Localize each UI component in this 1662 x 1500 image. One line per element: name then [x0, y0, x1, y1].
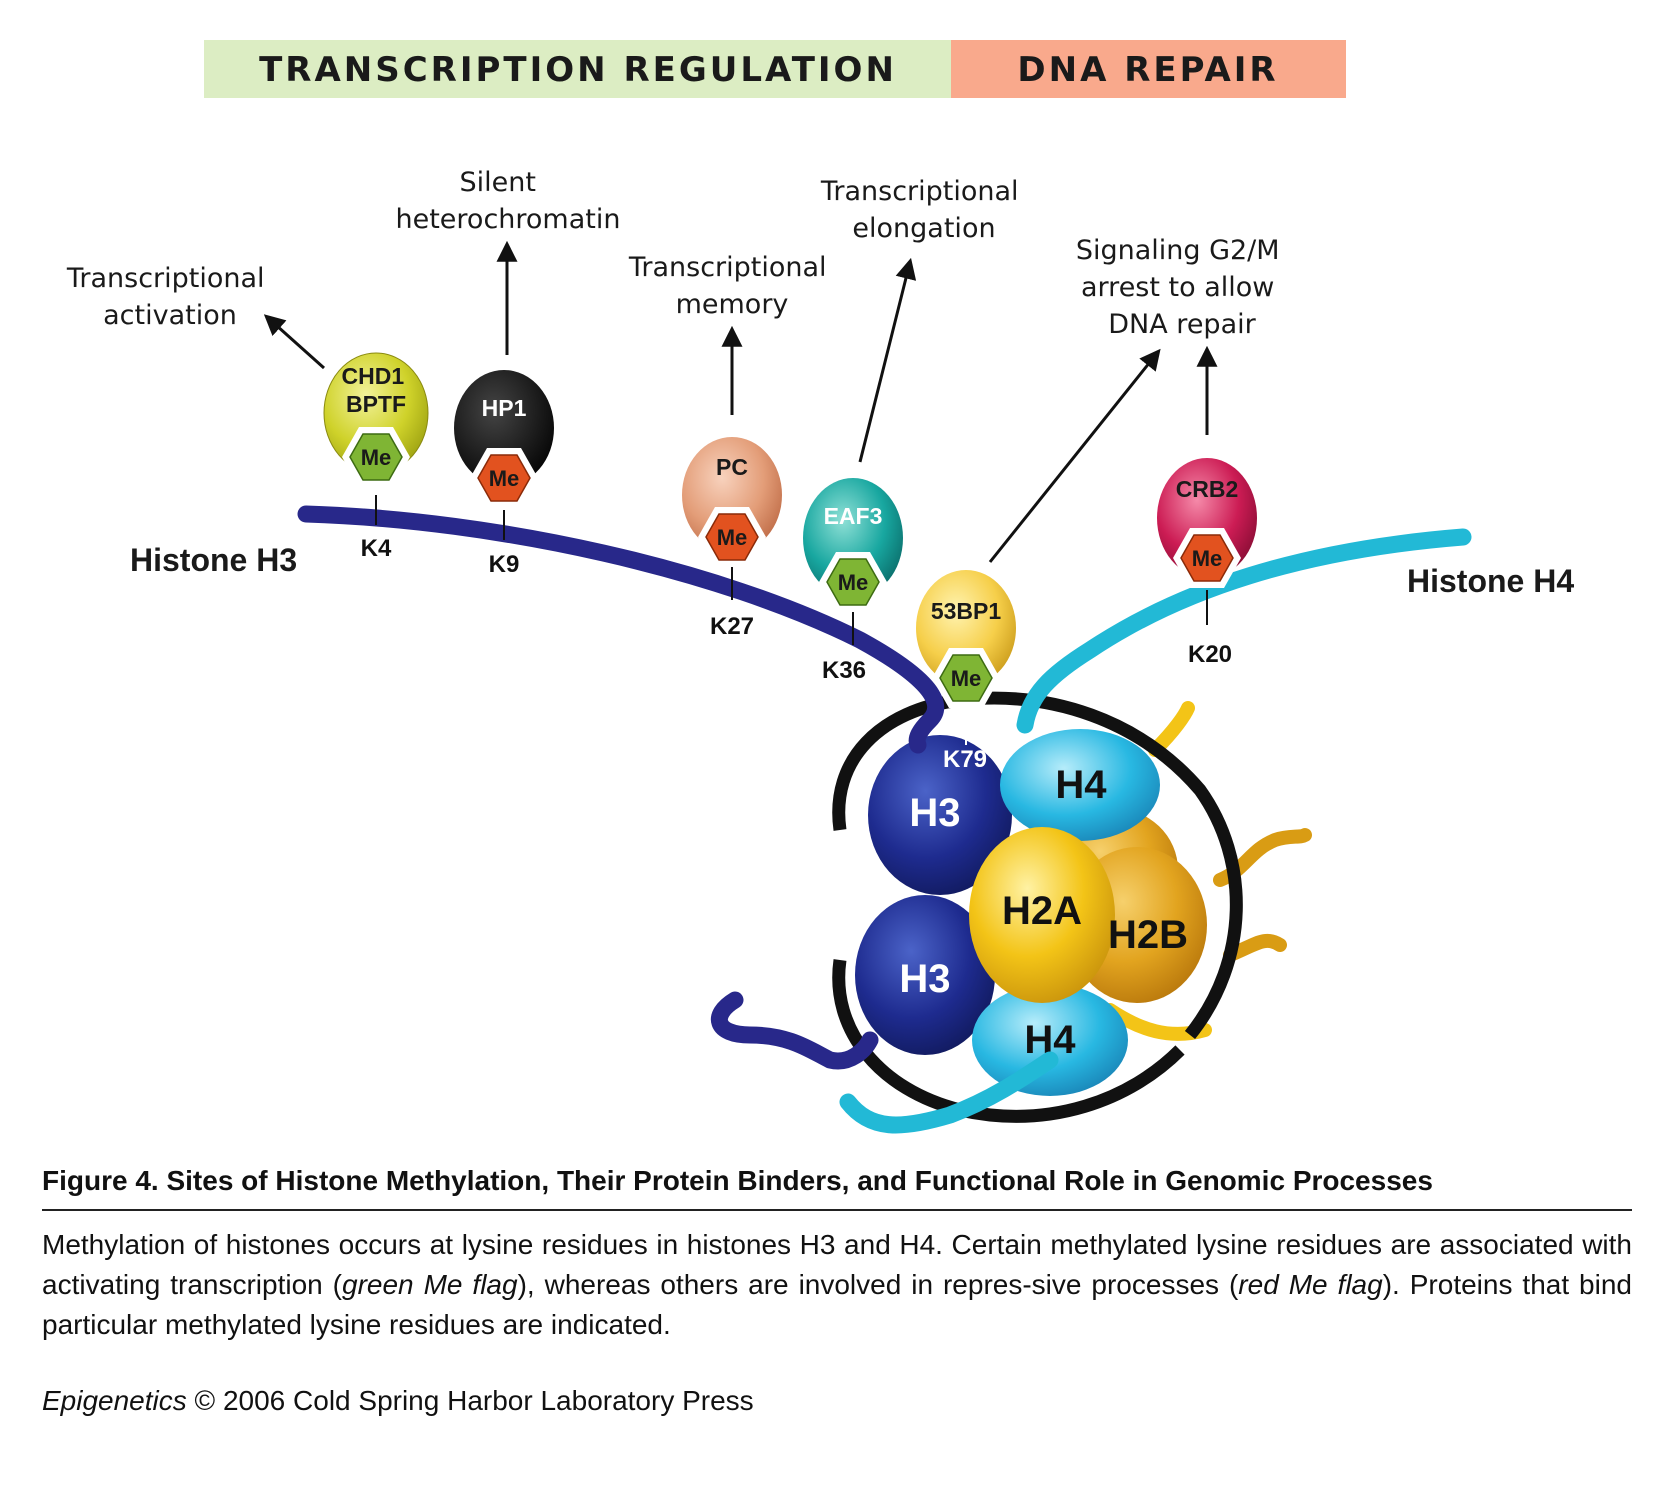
caption-body-part2: ), whereas others are involved in repres… [517, 1269, 1239, 1300]
caption-body-part1: Methylation of histones occurs at lysine… [42, 1229, 1632, 1300]
me-flag-green-k4 [349, 433, 403, 481]
me-label-k36: Me [838, 570, 869, 595]
histone-h3-tail [297, 505, 945, 754]
function-label-dna-repair-line3: DNA repair [1108, 309, 1256, 340]
banner-right-label: DNA REPAIR [1017, 50, 1278, 90]
label-h2b: H2B [1108, 913, 1188, 957]
binder-k79: 53BP1 Me K79 [916, 570, 1016, 773]
diagram-canvas: TRANSCRIPTION REGULATION DNA REPAIR Tran… [66, 40, 1574, 1134]
site-k20: K20 [1188, 641, 1232, 668]
protein-label-chd1: CHD1 [341, 363, 404, 389]
caption-red-flag: red Me flag [1238, 1269, 1383, 1300]
function-label-k27-line2: memory [676, 289, 789, 320]
function-label-k9: Silent heterochromatin [396, 167, 621, 235]
binder-k36: EAF3 Me K36 [803, 478, 903, 684]
banner-left-label: TRANSCRIPTION REGULATION [259, 50, 897, 90]
caption-title: Figure 4. Sites of Histone Methylation, … [42, 1165, 1632, 1211]
caption-body-part3: ). Proteins that bind particular methyla… [42, 1269, 1632, 1340]
histone-h3-label: Histone H3 [130, 542, 297, 578]
nucleosome: H3 H4 H2A H2B H3 H4 [832, 691, 1312, 1123]
protein-hp1 [454, 370, 554, 486]
arrow-k4 [263, 314, 326, 370]
credit-book-title: Epigenetics [42, 1385, 187, 1416]
arrow-k79 [988, 348, 1161, 563]
me-flag-green-k36 [826, 558, 880, 606]
function-label-k9-line2: heterochromatin [396, 204, 621, 235]
banner-transcription-regulation [204, 40, 951, 98]
protein-label-crb2: CRB2 [1176, 476, 1239, 502]
dna-wrap-upper [832, 691, 1243, 1040]
credit-publisher: © 2006 Cold Spring Harbor Laboratory Pre… [186, 1385, 754, 1416]
me-flag-red-k9 [477, 454, 531, 502]
function-label-k4: Transcriptional activation [66, 263, 273, 331]
histone-h4-label: Histone H4 [1407, 563, 1574, 599]
h3-top [868, 735, 1012, 895]
binder-k4: CHD1 BPTF Me K4 [323, 352, 429, 562]
me-label-k9: Me [489, 466, 520, 491]
protein-label-bptf: BPTF [346, 391, 406, 417]
label-h4-top: H4 [1055, 763, 1107, 807]
function-label-k9-line1: Silent [459, 167, 535, 198]
me-flag-red-k27 [705, 513, 759, 561]
protein-label-eaf3: EAF3 [824, 503, 883, 529]
site-k36: K36 [822, 657, 866, 684]
function-label-dna-repair-line2: arrest to allow [1081, 272, 1274, 303]
me-flag-green-k79 [939, 654, 993, 702]
function-label-k36: Transcriptional elongation [820, 176, 1027, 244]
protein-label-pc: PC [716, 454, 748, 480]
caption-credit: Epigenetics © 2006 Cold Spring Harbor La… [42, 1385, 1632, 1417]
function-label-k27-line1: Transcriptional [628, 252, 827, 283]
me-label-k27: Me [717, 525, 748, 550]
function-label-dna-repair: Signaling G2/M arrest to allow DNA repai… [1076, 235, 1288, 340]
binder-k20: CRB2 Me K20 [1157, 458, 1257, 668]
arrow-k36 [858, 257, 917, 463]
protein-53bp1 [916, 570, 1016, 686]
site-k4: K4 [361, 535, 392, 562]
me-label-k20: Me [1192, 546, 1223, 571]
h4-top [1000, 729, 1160, 841]
me-label-k4: Me [361, 445, 392, 470]
function-label-k4-line2: activation [103, 300, 237, 331]
histone-h4-tail [1016, 528, 1472, 734]
label-h3-top: H3 [909, 791, 960, 835]
histone-h3-tail-lower [710, 991, 879, 1070]
histone-h4-tail-lower [839, 1051, 1059, 1134]
banner-dna-repair [951, 40, 1346, 98]
site-k79: K79 [943, 746, 987, 773]
h3-bottom [855, 895, 995, 1055]
function-label-k27: Transcriptional memory [628, 252, 835, 320]
figure-caption: Figure 4. Sites of Histone Methylation, … [42, 1165, 1632, 1417]
caption-green-flag: green Me flag [342, 1269, 518, 1300]
function-label-k4-line1: Transcriptional [66, 263, 265, 294]
site-k9: K9 [489, 551, 520, 578]
site-k27: K27 [710, 613, 754, 640]
me-label-k79: Me [951, 666, 982, 691]
label-h3-bottom: H3 [899, 957, 950, 1001]
h4-bottom [972, 984, 1128, 1096]
me-flag-red-k20 [1180, 534, 1234, 582]
protein-label-k4: CHD1 BPTF [341, 363, 410, 417]
function-label-dna-repair-line1: Signaling G2/M [1076, 235, 1280, 266]
binder-k9: HP1 Me K9 [454, 370, 554, 578]
binder-k27: PC Me K27 [682, 437, 782, 640]
protein-label-hp1: HP1 [482, 395, 527, 421]
h2a-tail-top [1148, 701, 1195, 757]
label-h2a: H2A [1002, 889, 1082, 933]
caption-body: Methylation of histones occurs at lysine… [42, 1225, 1632, 1345]
function-label-k36-line2: elongation [852, 213, 995, 244]
h2a [969, 827, 1115, 1003]
protein-label-53bp1: 53BP1 [931, 598, 1002, 624]
function-label-k36-line1: Transcriptional [820, 176, 1019, 207]
